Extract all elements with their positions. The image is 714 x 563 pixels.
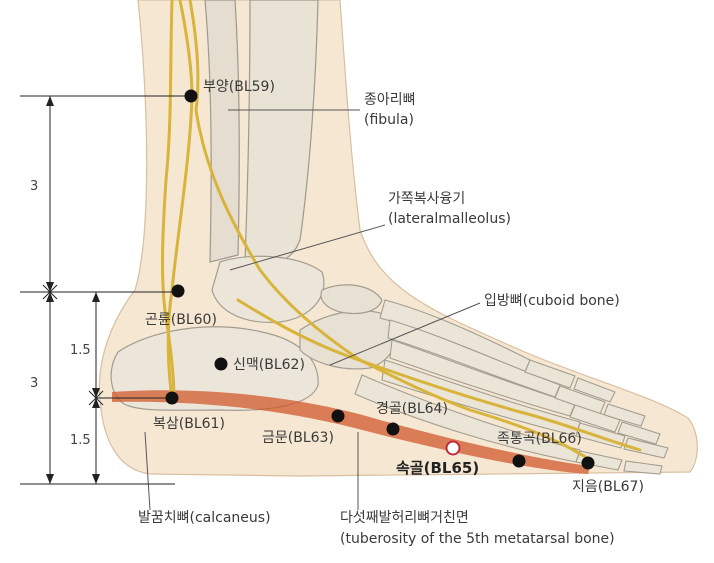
acupoint-bl64-label: 경골(BL64)	[376, 401, 448, 417]
lateral-foot-muscle-band	[112, 390, 590, 474]
leader-lines	[144, 109, 481, 511]
acupoint-bl66-label: 족통곡(BL66)	[497, 431, 582, 447]
acupoint-bl66-marker[interactable]	[512, 454, 526, 468]
acupoint-bl65-marker[interactable]	[445, 440, 461, 456]
acupoint-bl65-label: 속골(BL65)	[396, 459, 479, 477]
dimension-arrowheads	[46, 96, 100, 484]
malleolus-label-en: (lateralmalleolus)	[388, 211, 511, 227]
acupoint-bl64-marker[interactable]	[386, 422, 400, 436]
calcaneus-label: 발꿈치뼈(calcaneus)	[138, 510, 271, 526]
acupoint-bl63-label: 금문(BL63)	[262, 430, 334, 446]
acupoint-markers	[165, 89, 595, 470]
acupoint-bl59-marker[interactable]	[184, 89, 198, 103]
acupoint-bl62-marker[interactable]	[214, 357, 228, 371]
cuboid-leader	[329, 302, 481, 366]
fibula-label-ko: 종아리뼈	[364, 92, 416, 108]
dimension-half-top: 1.5	[70, 343, 91, 358]
navicular-bone	[320, 284, 383, 315]
acupoint-bl61-marker[interactable]	[165, 391, 179, 405]
dimension-lower-3: 3	[30, 376, 38, 391]
calcaneus-leader	[144, 431, 151, 511]
fibula-bone	[204, 0, 240, 263]
acupoint-bl61-label: 복삼(BL61)	[153, 416, 225, 432]
dimension-upper-3: 3	[30, 179, 38, 194]
talus-bone	[211, 255, 325, 324]
calcaneus-bone	[110, 326, 319, 411]
acupoint-bl62-label: 신맥(BL62)	[233, 357, 305, 373]
cuboid-label: 입방뼈(cuboid bone)	[484, 293, 620, 309]
meridian-lines	[161, 0, 642, 462]
acupoint-bl63-marker[interactable]	[331, 409, 345, 423]
dimension-half-bottom: 1.5	[70, 433, 91, 448]
acupoint-bl67-label: 지음(BL67)	[572, 479, 644, 495]
malleolus-label-ko: 가쪽복사융기	[388, 191, 465, 207]
acupoint-bl60-marker[interactable]	[171, 284, 185, 298]
tuberosity-label-en: (tuberosity of the 5th metatarsal bone)	[340, 531, 615, 547]
acupoint-bl60-label: 곤륜(BL60)	[145, 312, 217, 328]
malleolus-leader	[229, 224, 386, 271]
fibula-label-en: (fibula)	[364, 112, 414, 128]
tuberosity-label-ko: 다섯째발허리뼈거친면	[340, 510, 469, 526]
acupoint-bl67-marker[interactable]	[581, 456, 595, 470]
acupoint-bl59-label: 부양(BL59)	[203, 79, 275, 95]
